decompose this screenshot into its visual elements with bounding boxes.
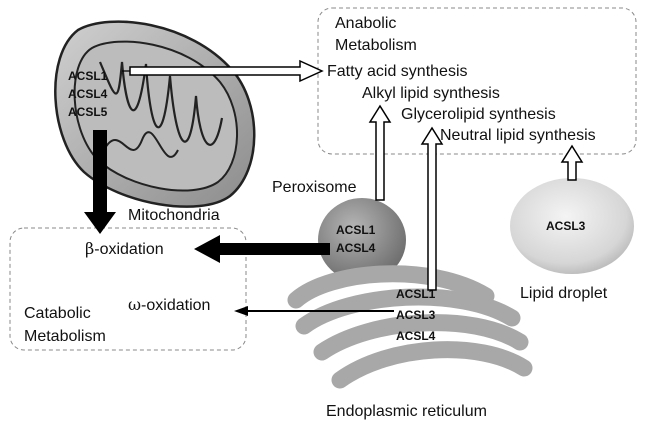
mitochondria-cristae-lower bbox=[103, 131, 179, 158]
mitochondria-inner-membrane bbox=[73, 40, 238, 192]
er-illustration: ACSL1 ACSL3 ACSL4 Endoplasmic reticulum bbox=[287, 265, 533, 420]
er-label: Endoplasmic reticulum bbox=[326, 403, 487, 420]
arrow-er-to-omega-oxidation bbox=[234, 306, 394, 316]
anabolic-metabolism-box: Anabolic Metabolism Fatty acid synthesis… bbox=[317, 7, 637, 155]
lipid-droplet-illustration: ACSL3 Lipid droplet bbox=[510, 178, 634, 302]
mito-enzyme-acsl4: ACSL4 bbox=[68, 87, 108, 101]
droplet-enzyme-acsl3: ACSL3 bbox=[546, 219, 586, 233]
arrow-mito-to-beta-oxidation bbox=[84, 130, 116, 234]
anabolic-title-line2: Metabolism bbox=[335, 37, 417, 54]
anabolic-title-line1: Anabolic bbox=[335, 15, 396, 32]
fatty-acid-synthesis-label: Fatty acid synthesis bbox=[327, 63, 468, 80]
er-enzyme-acsl4: ACSL4 bbox=[396, 329, 436, 343]
peroxisome-illustration: ACSL1 ACSL4 Peroxisome bbox=[272, 179, 406, 282]
er-enzyme-acsl3: ACSL3 bbox=[396, 308, 436, 322]
catabolic-title-line2: Metabolism bbox=[24, 328, 106, 345]
arrow-peroxisome-to-alkyl-lipid bbox=[368, 104, 392, 201]
beta-oxidation-label: β-oxidation bbox=[85, 239, 164, 258]
mitochondria-illustration: ACSL1 ACSL4 ACSL5 Mitochondria bbox=[54, 20, 256, 224]
mitochondria-label: Mitochondria bbox=[128, 207, 220, 224]
mito-enzyme-acsl5: ACSL5 bbox=[68, 105, 108, 119]
glycerolipid-synthesis-label: Glycerolipid synthesis bbox=[401, 106, 556, 123]
arrow-er-to-glycerolipid bbox=[420, 126, 444, 291]
peroxisome-label: Peroxisome bbox=[272, 179, 357, 196]
arrow-mito-to-fatty-acid bbox=[122, 59, 324, 83]
arrow-peroxisome-to-beta-oxidation bbox=[194, 235, 330, 263]
lipid-droplet-label: Lipid droplet bbox=[520, 285, 608, 302]
er-enzyme-acsl1: ACSL1 bbox=[396, 287, 436, 301]
perox-enzyme-acsl1: ACSL1 bbox=[336, 223, 376, 237]
mitochondria-cristae bbox=[98, 61, 224, 146]
mito-enzyme-acsl1: ACSL1 bbox=[68, 69, 108, 83]
catabolic-metabolism-box: β-oxidation ω-oxidation Catabolic Metabo… bbox=[9, 227, 247, 351]
alkyl-lipid-synthesis-label: Alkyl lipid synthesis bbox=[362, 85, 500, 102]
arrow-droplet-to-neutral-lipid bbox=[560, 144, 584, 181]
catabolic-title-line1: Catabolic bbox=[24, 305, 91, 322]
neutral-lipid-synthesis-label: Neutral lipid synthesis bbox=[440, 127, 596, 144]
omega-oxidation-label: ω-oxidation bbox=[128, 295, 210, 314]
perox-enzyme-acsl4: ACSL4 bbox=[336, 241, 376, 255]
